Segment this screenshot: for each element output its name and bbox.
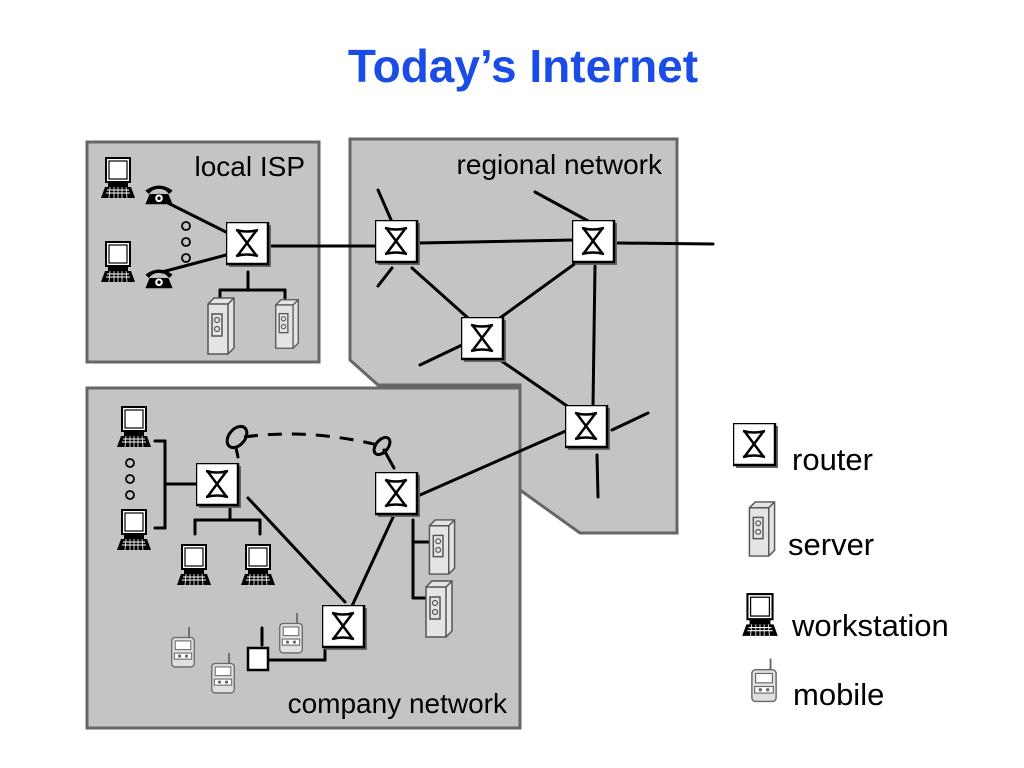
company-network-label: company network [288,688,508,719]
link-company-regional [418,428,570,497]
link-regional-stub [376,266,394,288]
local-isp-label: local ISP [195,151,306,182]
link-company [246,496,347,604]
access-point-icon [246,646,270,672]
server-icon [748,501,776,557]
link-phone-isp-router [160,198,228,234]
legend-router-label: router [792,442,873,477]
link-regional [498,358,572,410]
server-icon [275,299,299,349]
regional-network-label: regional network [457,149,663,180]
legend-server-label: server [788,527,874,562]
router-icon [196,463,243,510]
link-company-antenna [382,448,396,470]
telephone-icon [144,185,174,205]
network-links [153,188,715,662]
workstation-icon [115,405,153,449]
router-icon [322,605,369,652]
link-regional [418,238,577,245]
legend-workstation-label: workstation [791,608,949,643]
link-regional [410,266,470,320]
server-icon [425,580,453,638]
link-regional-stub [418,343,464,367]
workstation-icon [239,543,277,587]
router-icon [375,220,422,267]
server-icon [207,297,235,355]
wireless-link [243,432,383,448]
mobile-icon [750,657,778,703]
link-phone-isp-router [160,253,228,274]
link-regional-stub [610,411,650,432]
link-regional-out [616,241,715,246]
ellipsis-dots [125,458,135,500]
ellipsis-dots [181,221,191,263]
workstation-icon [175,543,213,587]
link-regional-stub [533,190,592,224]
legend: router server workstation mobile [733,423,949,712]
page-title: Today’s Internet [348,40,698,92]
link-regional [498,258,582,320]
link-regional-stub [595,453,600,499]
telephone-icon [144,269,174,289]
antenna-icon [225,424,249,450]
router-icon [572,220,619,267]
antenna-icon [372,435,392,457]
link-regional-stub [376,188,394,224]
router-icon [461,317,508,364]
legend-mobile-label: mobile [793,677,884,712]
router-icon [565,405,612,452]
workstation-icon [100,157,136,199]
workstation-icon [100,241,136,283]
router-icon [226,222,273,269]
router-icon [375,472,422,519]
router-icon [733,423,780,470]
link-company-antenna [234,446,240,459]
server-icon [428,519,456,575]
link-company [350,513,396,608]
workstation-icon [115,508,153,552]
link-regional [591,264,597,408]
workstation-icon [741,592,779,638]
